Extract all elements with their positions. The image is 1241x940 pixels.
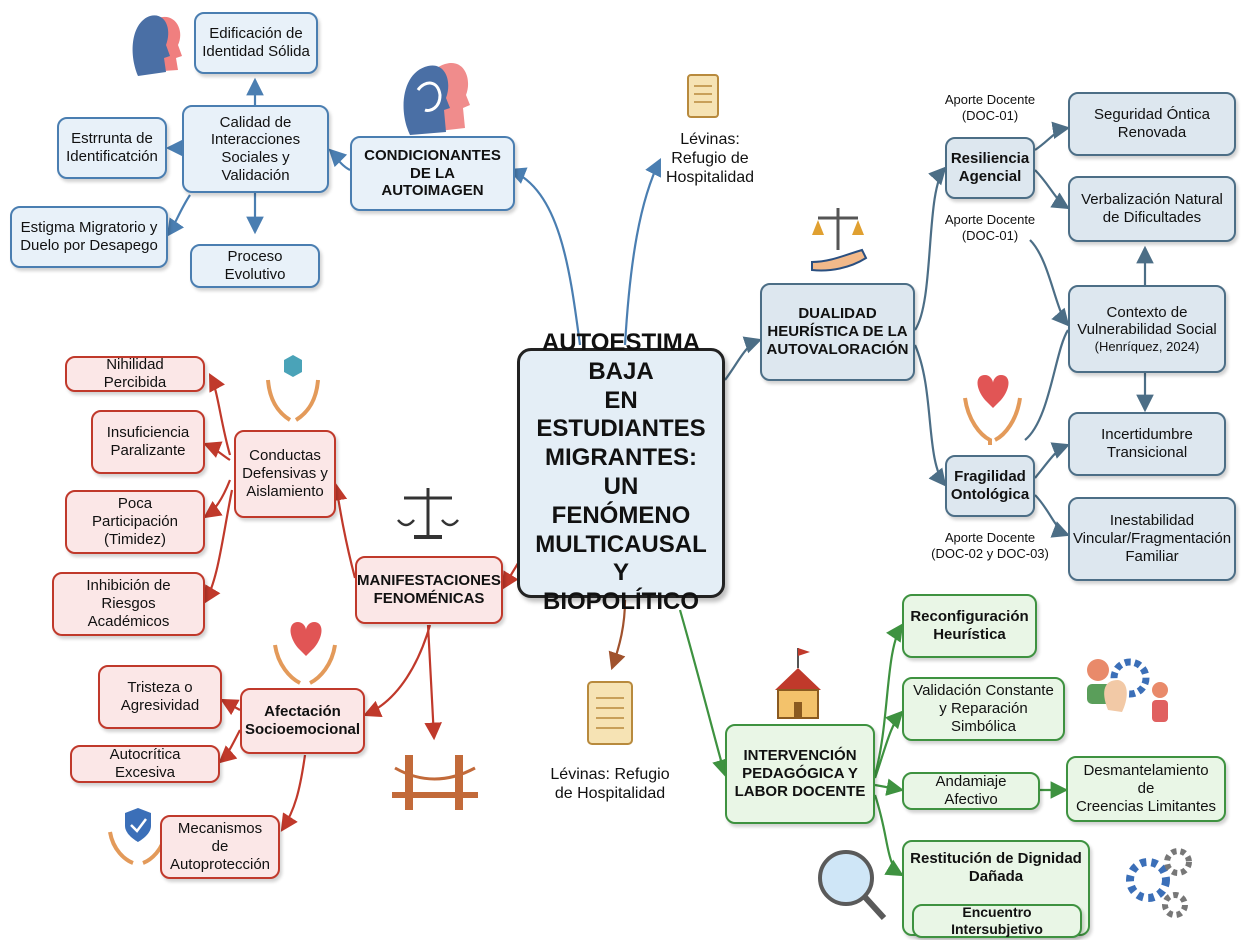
intervencion-node[interactable]: INTERVENCIÓN PEDAGÓGICA Y LABOR DOCENTE	[725, 724, 875, 824]
scroll-icon	[587, 681, 633, 745]
heads-profile-icon	[132, 15, 182, 77]
heart-hands-icon	[963, 375, 1022, 445]
estrunta-identificacion-node[interactable]: Estrrunta de Identificatción	[57, 117, 167, 179]
incertidumbre-node[interactable]: Incertidumbre Transicional	[1068, 412, 1226, 476]
edificacion-identidad-node[interactable]: Edificación de Identidad Sólida	[194, 12, 318, 74]
people-gear-icon	[1087, 658, 1168, 722]
inhibicion-riesgos-node[interactable]: Inhibición de Riesgos Académicos	[52, 572, 205, 636]
nihilidad-node[interactable]: Nihilidad Percibida	[65, 356, 205, 392]
autocritica-node[interactable]: Autocrítica Excesiva	[70, 745, 220, 783]
resiliencia-agencial-node[interactable]: Resiliencia Agencial	[945, 137, 1035, 199]
insuficiencia-node[interactable]: Insuficiencia Paralizante	[91, 410, 205, 474]
seguridad-ontica-node[interactable]: Seguridad Óntica Renovada	[1068, 92, 1236, 156]
bridge-icon	[392, 755, 478, 810]
cube-hands-icon	[266, 355, 320, 422]
aporte-docente-label: Aporte Docente (DOC-01)	[944, 92, 1036, 123]
contexto-vulnerabilidad-node[interactable]: Contexto de Vulnerabilidad Social (Henrí…	[1068, 285, 1226, 373]
aporte-docente-label: Aporte Docente (DOC-01)	[944, 212, 1036, 243]
heads-profile-icon	[403, 62, 470, 135]
aporte-docente-label: Aporte Docente (DOC-02 y DOC-03)	[931, 530, 1049, 561]
proceso-evolutivo-node[interactable]: Proceso Evolutivo	[190, 244, 320, 288]
magnifier-icon	[818, 850, 887, 921]
poca-participacion-node[interactable]: Poca Participación (Timidez)	[65, 490, 205, 554]
calidad-interacciones-node[interactable]: Calidad de Interacciones Sociales y Vali…	[182, 105, 329, 193]
heart-hands-icon	[273, 622, 337, 685]
fragilidad-ontologica-node[interactable]: Fragilidad Ontológica	[945, 455, 1035, 517]
validacion-constante-node[interactable]: Validación Constante y Reparación Simból…	[902, 677, 1065, 741]
condicionantes-node[interactable]: CONDICIONANTES DE LA AUTOIMAGEN	[350, 136, 515, 211]
mecanismos-node[interactable]: Mecanismos de Autoprotección	[160, 815, 280, 879]
andamiaje-node[interactable]: Andamiaje Afectivo	[902, 772, 1040, 810]
reconfiguracion-node[interactable]: Reconfiguración Heurística	[902, 594, 1037, 658]
scales-hand-icon	[811, 208, 868, 272]
conductas-defensivas-node[interactable]: Conductas Defensivas y Aislamiento	[234, 430, 336, 518]
dualidad-node[interactable]: DUALIDAD HEURÍSTICA DE LA AUTOVALORACIÓN	[760, 283, 915, 381]
verbalizacion-node[interactable]: Verbalización Natural de Dificultades	[1068, 176, 1236, 242]
shield-hands-icon	[108, 808, 168, 865]
levinas-top-label: Lévinas: Refugio de Hospitalidad	[665, 131, 755, 187]
estigma-migratorio-node[interactable]: Estigma Migratorio y Duelo por Desapego	[10, 206, 168, 268]
school-icon	[775, 648, 821, 719]
inestabilidad-node[interactable]: Inestabilidad Vincular/Fragmentación Fam…	[1068, 497, 1236, 581]
manifestaciones-node[interactable]: MANIFESTACIONES FENOMÉNICAS	[355, 556, 503, 624]
levinas-bottom-label: Lévinas: Refugio de Hospitalidad	[550, 766, 670, 803]
scales-icon	[397, 488, 459, 539]
central-topic: AUTOESTIMA BAJA EN ESTUDIANTES MIGRANTES…	[517, 329, 725, 615]
tristeza-node[interactable]: Tristeza o Agresividad	[98, 665, 222, 729]
desmantelamiento-node[interactable]: Desmantelamiento de Creencias Limitantes	[1066, 756, 1226, 822]
gears-icon	[1126, 848, 1192, 918]
encuentro-intersubjetivo-node[interactable]: Encuentro Intersubjetivo	[912, 904, 1082, 938]
scroll-icon	[687, 74, 719, 118]
afectacion-socioemocional-node[interactable]: Afectación Socioemocional	[240, 688, 365, 754]
